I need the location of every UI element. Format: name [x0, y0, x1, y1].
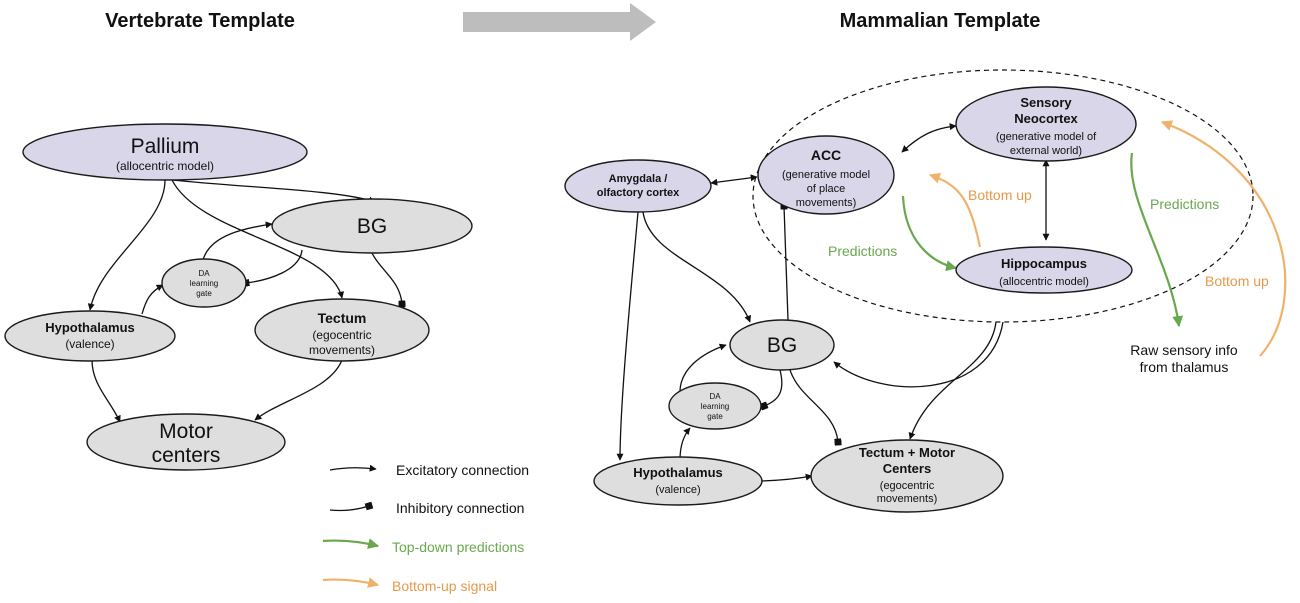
edge-da-bg [202, 221, 273, 261]
edge-hypothalamus-da-mammal [679, 427, 691, 461]
tectum-motor-sub2: movements) [877, 493, 938, 505]
acc-sub1: (generative model [782, 169, 870, 181]
hypothalamus-vertebrate-label: Hypothalamus [45, 320, 135, 335]
da-gate-vertebrate-line3: gate [196, 289, 212, 298]
cortex-boundary [752, 69, 1254, 323]
label-bottomup-left: Bottom up [968, 187, 1032, 203]
edge-acc-neocortex [901, 123, 957, 153]
vertebrate-title: Vertebrate Template [105, 10, 295, 32]
edge-neocortex-raw-predictions [1130, 152, 1184, 328]
tectum-motor-sub1: (egocentric [880, 480, 935, 492]
neocortex-line2: Neocortex [1014, 111, 1078, 126]
da-gate-mammalian-line2: learning [701, 402, 729, 411]
da-gate-vertebrate-line1: DA [198, 269, 210, 278]
edge-cortex-bg [833, 321, 1004, 388]
amygdala-line1: Amygdala / [609, 173, 668, 185]
raw-sensory-line1: Raw sensory info [1130, 342, 1238, 358]
neocortex-sub1: (generative model of [996, 131, 1097, 143]
edge-raw-neocortex-bottomup [1160, 120, 1287, 357]
node-tectum-motor: Tectum + Motor Centers (egocentric movem… [810, 439, 1004, 513]
node-pallium: Pallium (allocentric model) [22, 123, 308, 181]
legend-bottomup-sample [322, 577, 380, 588]
motor-centers-line2: centers [152, 444, 221, 467]
vertebrate-edges [87, 179, 406, 423]
amygdala-line2: olfactory cortex [597, 187, 680, 199]
tectum-vertebrate-label: Tectum [318, 310, 367, 326]
edge-pallium-hypothalamus [87, 179, 166, 311]
legend-excitatory-label: Excitatory connection [396, 462, 529, 478]
node-hypothalamus-mammalian: Hypothalamus (valence) [593, 456, 763, 506]
mammalian-edges [616, 69, 1287, 482]
edge-hypothalamus-motor [91, 359, 121, 423]
hippocampus-sub: (allocentric model) [999, 276, 1089, 288]
edge-bg-tectum-inhib-mammal [789, 369, 842, 446]
tectum-vertebrate-sub1: (egocentric [312, 328, 371, 342]
mammalian-title: Mammalian Template [840, 10, 1041, 32]
edge-amygdala-bg [642, 211, 751, 323]
neocortex-line1: Sensory [1020, 95, 1072, 110]
edge-amygdala-acc [710, 174, 758, 186]
edge-hippocampus-acc-bottomup [928, 172, 982, 248]
pallium-sub: (allocentric model) [116, 159, 214, 173]
raw-sensory-line2: from thalamus [1140, 359, 1229, 375]
node-hypothalamus-vertebrate: Hypothalamus (valence) [4, 310, 176, 362]
tectum-motor-line1: Tectum + Motor [859, 445, 955, 460]
edge-amygdala-hypothalamus [616, 211, 639, 461]
hypothalamus-mammalian-label: Hypothalamus [633, 465, 723, 480]
node-bg-vertebrate: BG [271, 198, 473, 254]
legend-inhibitory-sample [329, 501, 374, 512]
node-motor-centers: Motor centers [86, 413, 286, 471]
edge-hypothalamus-tectum [761, 473, 813, 482]
edge-bg-acc-inhib [780, 202, 789, 321]
acc-label: ACC [811, 147, 841, 163]
node-da-gate-mammalian: DA learning gate [668, 382, 762, 430]
acc-sub3: movements) [796, 197, 857, 209]
node-bg-mammalian: BG [729, 319, 835, 371]
da-gate-vertebrate-line2: learning [190, 279, 218, 288]
node-acc: ACC (generative model of place movements… [757, 135, 895, 215]
legend-excitatory-sample [329, 464, 377, 472]
tectum-motor-line2: Centers [883, 461, 931, 476]
bg-vertebrate-label: BG [357, 215, 387, 238]
label-predictions-left: Predictions [828, 243, 897, 259]
edge-pallium-tectum [171, 179, 345, 299]
edge-bg-tectum-inhib [371, 252, 406, 308]
edge-hypothalamus-da [141, 284, 164, 315]
transition-arrow [463, 3, 656, 41]
edge-acc-hippocampus-predictions [901, 195, 958, 272]
pallium-label: Pallium [131, 135, 200, 158]
edge-da-bg-mammal [679, 343, 727, 393]
da-gate-mammalian-line3: gate [707, 412, 723, 421]
edge-cortex-tectum [908, 321, 997, 440]
legend-inhibitory-label: Inhibitory connection [396, 500, 524, 516]
bg-mammalian-label: BG [767, 334, 797, 357]
tectum-vertebrate-sub2: movements) [309, 343, 375, 357]
label-bottomup-right: Bottom up [1205, 273, 1269, 289]
node-sensory-neocortex: Sensory Neocortex (generative model of e… [955, 86, 1137, 162]
node-tectum-vertebrate: Tectum (egocentric movements) [254, 298, 430, 362]
legend-bottomup-label: Bottom-up signal [392, 578, 497, 594]
node-amygdala: Amygdala / olfactory cortex [564, 159, 712, 213]
legend-predictions-label: Top-down predictions [392, 539, 524, 555]
da-gate-mammalian-line1: DA [709, 392, 721, 401]
acc-sub2: of place [807, 183, 846, 195]
edge-pallium-bg [171, 179, 376, 204]
edge-bg-da-inhib [242, 249, 303, 287]
hypothalamus-vertebrate-sub: (valence) [65, 337, 114, 351]
edge-bg-da-inhib-mammal [759, 369, 783, 411]
legend-predictions-sample [322, 538, 380, 549]
neocortex-sub2: external world) [1010, 145, 1082, 157]
motor-centers-line1: Motor [159, 420, 213, 443]
node-hippocampus: Hippocampus (allocentric model) [955, 246, 1133, 294]
node-da-gate-vertebrate: DA learning gate [161, 258, 247, 308]
edge-tectum-motor [254, 359, 343, 421]
legend: Excitatory connection Inhibitory connect… [322, 462, 529, 594]
hypothalamus-mammalian-sub: (valence) [655, 484, 700, 496]
label-predictions-right: Predictions [1150, 196, 1219, 212]
hippocampus-label: Hippocampus [1001, 256, 1087, 271]
